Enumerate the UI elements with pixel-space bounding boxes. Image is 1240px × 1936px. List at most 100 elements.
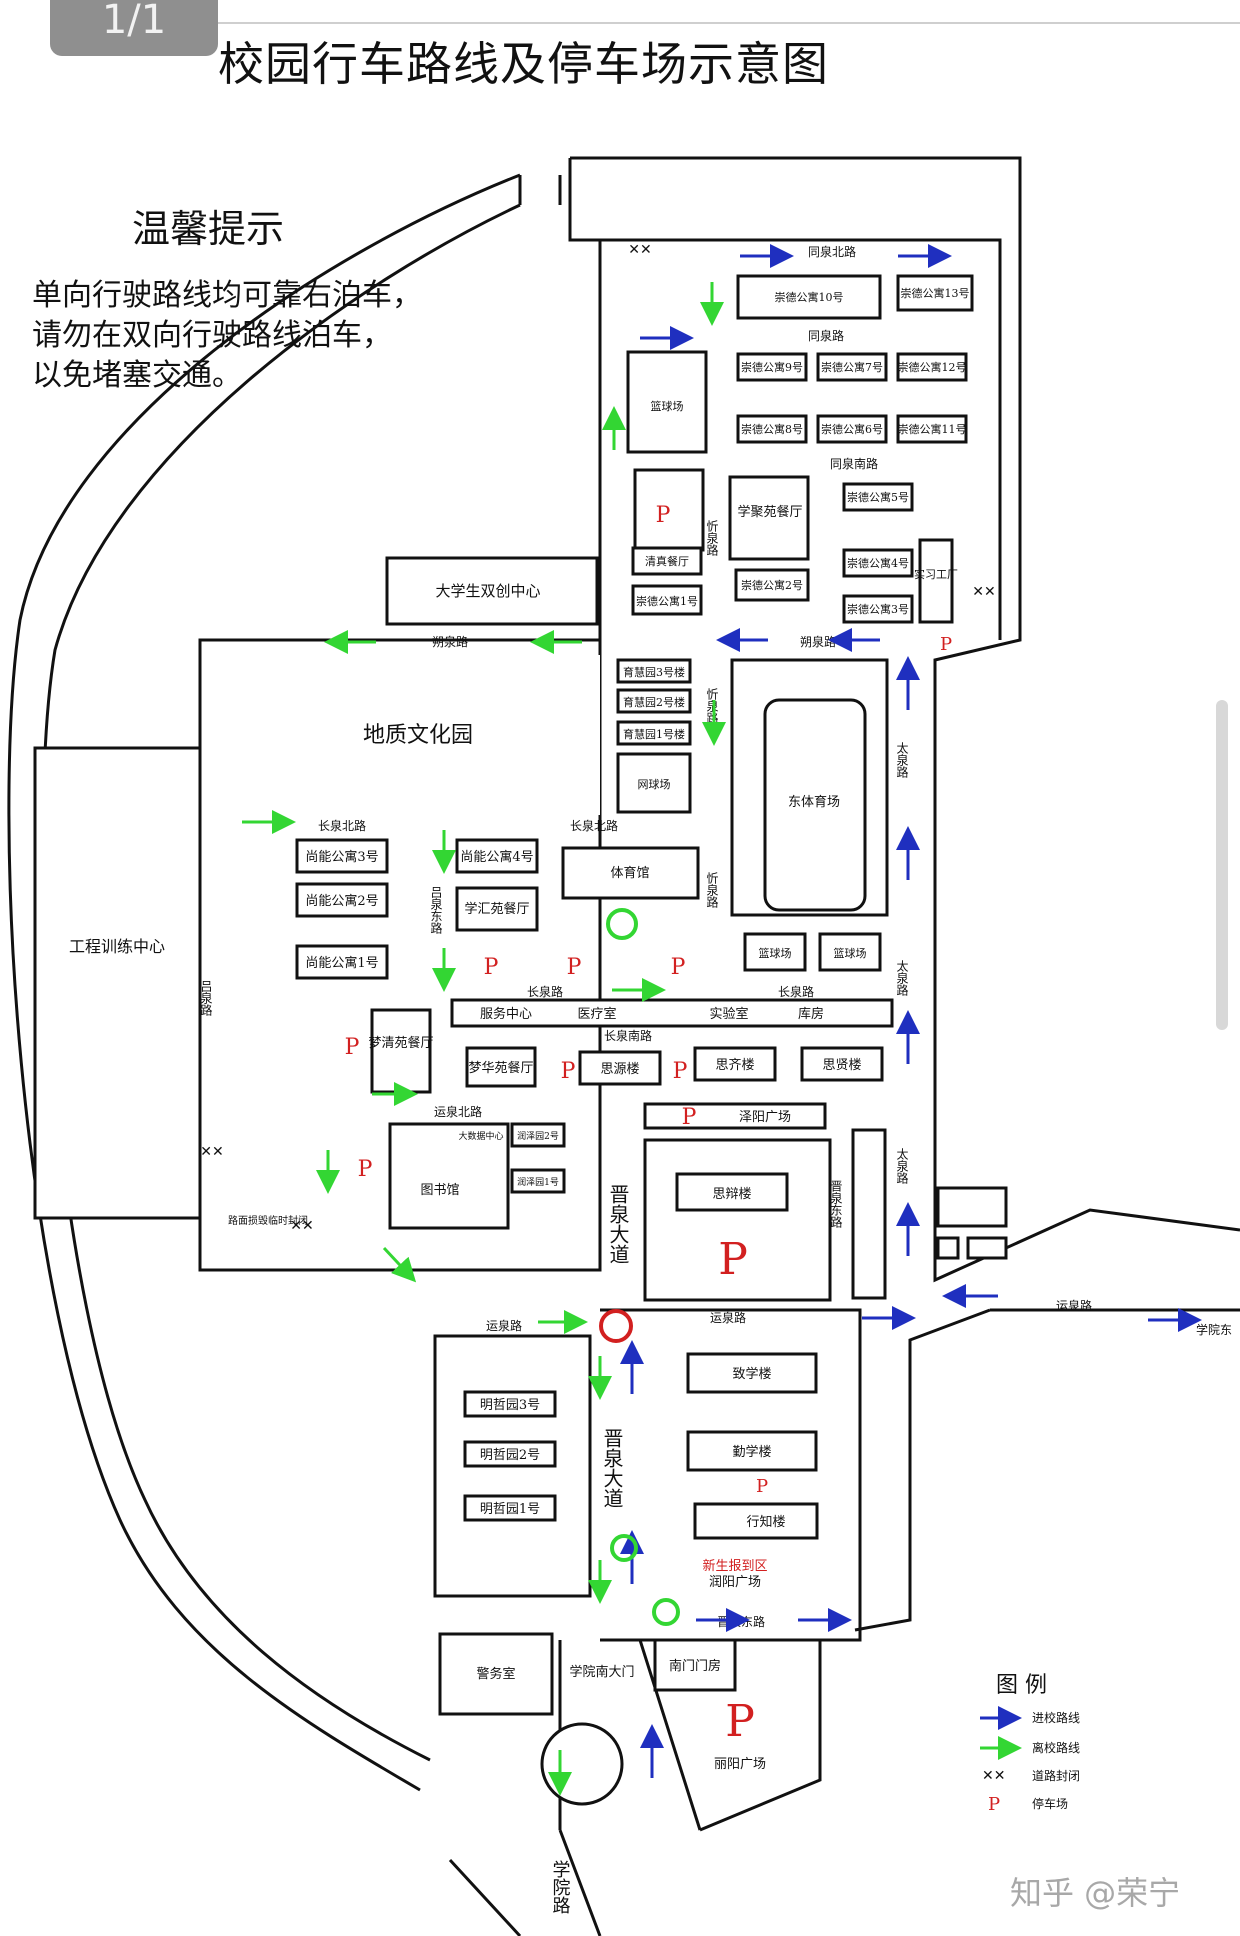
tip-line-1: 单向行驶路线均可靠右泊车， <box>32 278 422 313</box>
legend-closure-label: 道路封闭 <box>1032 1768 1080 1783</box>
jingwu-block <box>438 1632 554 1716</box>
label-chongde6: 崇德公寓6号 <box>821 422 883 436</box>
taiquan-building <box>851 1128 887 1300</box>
label-shangneng3: 尚能公寓3号 <box>305 849 378 865</box>
label-runze1: 润泽园1号 <box>517 1176 559 1188</box>
watermark: 知乎 @荣宁 <box>1010 1874 1181 1912</box>
label-siyuan: 思源楼 <box>600 1062 639 1077</box>
road-lvquan-dong: 吕泉东路 <box>429 886 443 935</box>
zeyang-block <box>643 1102 827 1130</box>
chongde2-block <box>734 568 810 602</box>
label-qingzhen: 清真餐厅 <box>645 554 689 568</box>
road-yunquan-w: 运泉路 <box>486 1318 522 1333</box>
parking-p-8: P <box>673 1059 688 1084</box>
label-chongde13: 崇德公寓13号 <box>901 286 970 300</box>
xueyuan-road-sw <box>448 1829 602 1936</box>
road-yunquan-e: 运泉路 <box>1056 1298 1092 1313</box>
chongde1-block <box>631 584 703 616</box>
parking-p-10: P <box>358 1157 373 1182</box>
label-tennis: 网球场 <box>638 777 671 791</box>
label-yuhui2: 育慧园2号楼 <box>623 695 685 709</box>
traffic-arrows <box>242 244 1202 1796</box>
label-chongde9: 崇德公寓9号 <box>741 360 803 374</box>
shuangchuang-building <box>385 556 599 626</box>
runze2-block <box>510 1122 566 1148</box>
road-xinquan-3: 忻泉路 <box>705 872 719 909</box>
label-tiyuguan: 体育馆 <box>610 865 649 881</box>
mingzhe3-block <box>463 1390 557 1418</box>
green-circle-1 <box>606 908 638 940</box>
chongde8-block <box>736 414 808 444</box>
road-closures: ✕✕ ✕✕ ✕✕ ✕✕ <box>200 242 995 1234</box>
label-runyang: 润阳广场 <box>709 1575 761 1590</box>
qinxue-block <box>686 1430 818 1472</box>
label-menghua: 梦华苑餐厅 <box>468 1060 533 1076</box>
road-yunquan-m: 运泉路 <box>710 1310 746 1325</box>
green-circle-2 <box>610 1534 638 1562</box>
label-chongde12: 崇德公寓12号 <box>898 360 967 374</box>
label-xuejuyuan: 学聚苑餐厅 <box>737 504 802 520</box>
label-fuwu: 服务中心 <box>480 1006 532 1022</box>
runze1-block <box>510 1168 566 1194</box>
dizhi-park <box>215 655 600 815</box>
road-changquan-e: 长泉路 <box>778 984 814 999</box>
siyuan-block <box>578 1050 662 1086</box>
label-shiyan: 实验室 <box>709 1006 748 1022</box>
closure-mark-1: ✕✕ <box>628 242 651 258</box>
east-gate-small2 <box>966 1236 1008 1260</box>
nanmen-block <box>653 1638 737 1692</box>
chongde12-block <box>896 352 968 382</box>
label-yuhui3: 育慧园3号楼 <box>623 665 685 679</box>
road-xueyuan: 学院路 <box>550 1860 571 1914</box>
tennis-block <box>616 752 692 814</box>
label-nanmen: 南门门房 <box>669 1658 721 1674</box>
road-changquan-bei-w: 长泉北路 <box>318 818 366 833</box>
zhixue-block <box>686 1352 818 1394</box>
chongde13-block <box>896 274 974 312</box>
label-shangneng1: 尚能公寓1号 <box>305 955 378 971</box>
track-oval <box>763 698 867 912</box>
chongde11-block <box>896 414 968 444</box>
label-zeyang: 泽阳广场 <box>739 1110 791 1125</box>
label-chongde7: 崇德公寓7号 <box>821 360 883 374</box>
label-jingwu: 警务室 <box>476 1666 515 1682</box>
closure-note: 路面损毁临时封闭 <box>228 1214 308 1227</box>
qingzhen-block <box>631 546 703 576</box>
sixian-block <box>800 1046 884 1082</box>
road-jinquan-dadao-2: 晋泉大道 <box>600 1428 624 1508</box>
label-chongde4: 崇德公寓4号 <box>847 556 909 570</box>
chongde10-block <box>736 274 882 320</box>
road-tongquan-nan: 同泉南路 <box>830 456 878 471</box>
siqi-block <box>693 1046 777 1082</box>
sibian-plaza <box>643 1138 832 1302</box>
label-chongde10: 崇德公寓10号 <box>775 290 844 304</box>
label-sibian: 思辩楼 <box>712 1187 751 1202</box>
road-changquan-w: 长泉路 <box>527 984 563 999</box>
road-labels: 同泉北路 同泉路 同泉南路 朔泉路 朔泉路 长泉北路 长泉北路 长泉路 长泉路 … <box>199 244 1232 1914</box>
viewer-top-divider <box>218 22 1240 24</box>
map-title: 校园行车路线及停车场示意图 <box>218 37 829 91</box>
label-gongcheng: 工程训练中心 <box>69 937 165 956</box>
label-chongde5: 崇德公寓5号 <box>847 490 909 504</box>
road-changquan-bei-e: 长泉北路 <box>570 818 618 833</box>
vertical-scrollbar[interactable] <box>1216 700 1228 1030</box>
label-south-gate: 学院南大门 <box>569 1664 634 1680</box>
road-taiquan-2: 太泉路 <box>895 959 909 997</box>
label-dongtiyuchang: 东体育场 <box>788 794 840 810</box>
legend: 图 例 进校路线 离校路线 ✕✕ 道路封闭 P 停车场 <box>980 1673 1080 1815</box>
chongde4-block <box>842 548 914 578</box>
road-shuoquan-e: 朔泉路 <box>800 634 836 649</box>
sibian-block <box>675 1172 789 1212</box>
east-gate-block <box>936 1186 1008 1228</box>
label-yuhui1: 育慧园1号楼 <box>623 727 685 741</box>
label-mingzhe1: 明哲园1号 <box>480 1502 540 1517</box>
basketball-s2 <box>818 932 882 972</box>
green-circle-3 <box>652 1598 680 1626</box>
parking-p-7: P <box>561 1059 576 1084</box>
shangneng4-block <box>455 838 539 874</box>
parking-markers: P P P P P P P P P P P P P <box>345 503 952 1747</box>
label-chongde8: 崇德公寓8号 <box>741 422 803 436</box>
label-chongde1: 崇德公寓1号 <box>636 594 698 608</box>
fuwu-row <box>450 998 894 1028</box>
